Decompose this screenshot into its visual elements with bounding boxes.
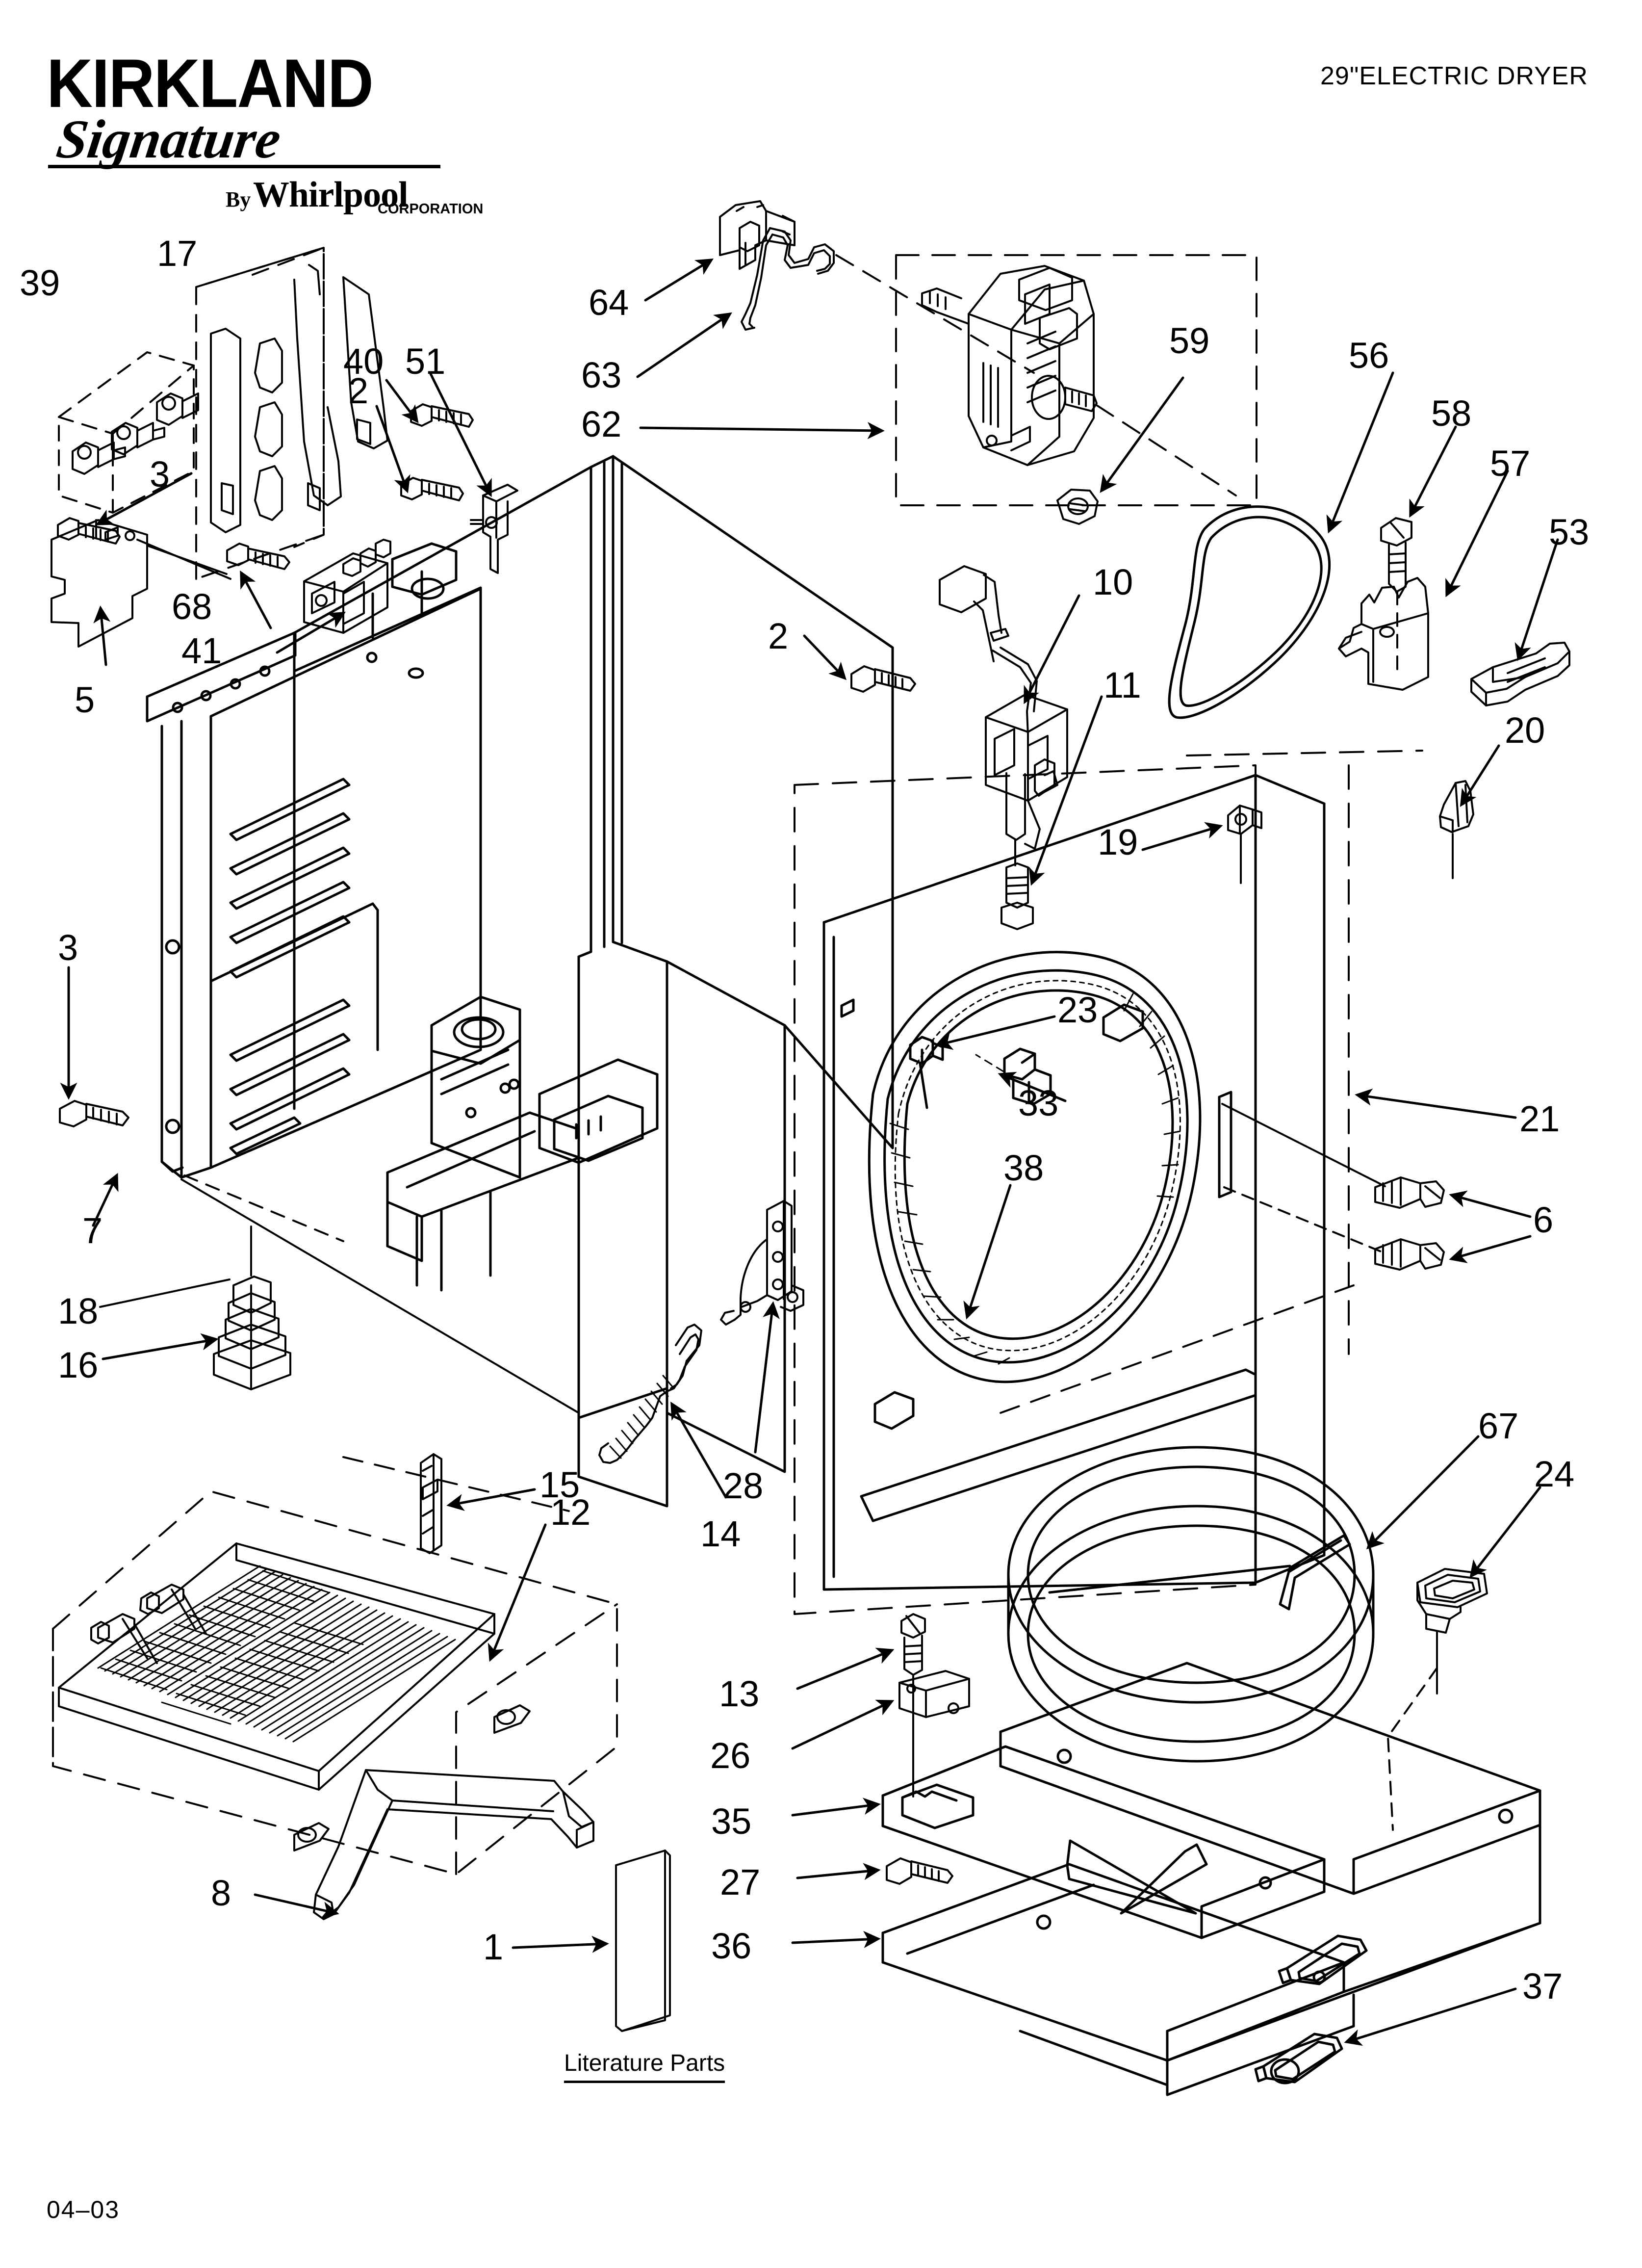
brand-logo: KIRKLAND Signature <box>47 45 488 170</box>
callout-18: 18 <box>58 1291 99 1331</box>
callout-27: 27 <box>720 1862 761 1903</box>
callout-26: 26 <box>710 1735 751 1776</box>
callout-62: 62 <box>581 404 622 444</box>
callout-41: 41 <box>181 630 222 671</box>
callout-14: 14 <box>700 1513 741 1554</box>
callout-36: 36 <box>711 1926 752 1966</box>
callout-11: 11 <box>1103 665 1141 705</box>
callout-68: 68 <box>172 586 212 627</box>
callout-16: 16 <box>58 1345 99 1385</box>
callout-7: 7 <box>82 1210 103 1251</box>
callout-38: 38 <box>1003 1147 1044 1188</box>
callout-19: 19 <box>1098 822 1138 862</box>
document-title: 29"ELECTRIC DRYER <box>1320 62 1588 90</box>
callout-20: 20 <box>1505 710 1545 751</box>
callout-28: 28 <box>723 1465 764 1506</box>
callout-10: 10 <box>1093 562 1133 602</box>
callout-67: 67 <box>1478 1406 1519 1446</box>
callout-24: 24 <box>1534 1454 1575 1494</box>
callout-57: 57 <box>1490 443 1531 484</box>
callout-56: 56 <box>1349 335 1389 376</box>
brand-divider-rule <box>48 165 440 168</box>
callout-39: 39 <box>20 262 60 303</box>
callout-2-upper: 2 <box>348 370 369 411</box>
callout-59: 59 <box>1169 320 1210 361</box>
callout-23: 23 <box>1057 990 1098 1030</box>
literature-parts-label: Literature Parts <box>564 2050 725 2083</box>
callout-6: 6 <box>1533 1199 1554 1240</box>
callout-51: 51 <box>405 341 446 382</box>
callout-58: 58 <box>1431 393 1472 434</box>
callout-33: 33 <box>1018 1083 1059 1123</box>
by-label: By <box>226 187 251 211</box>
manufacturer-suffix: CORPORATION <box>378 201 484 217</box>
callout-8: 8 <box>211 1873 231 1913</box>
date-code: 04–03 <box>47 2196 120 2223</box>
callout-53: 53 <box>1549 512 1590 552</box>
callout-35: 35 <box>711 1801 752 1842</box>
callout-13: 13 <box>719 1673 760 1714</box>
callout-37: 37 <box>1522 1966 1563 2007</box>
manufacturer-name: Whirlpool <box>253 175 409 215</box>
callout-21: 21 <box>1519 1098 1560 1139</box>
callout-17: 17 <box>157 233 198 274</box>
brand-primary-text: KIRKLAND <box>47 45 374 122</box>
callout-5: 5 <box>75 679 95 720</box>
manufacturer-attribution: By Whirlpool <box>226 174 409 216</box>
callout-63: 63 <box>581 355 622 395</box>
callout-1: 1 <box>483 1927 504 1967</box>
callout-40: 40 <box>343 341 384 382</box>
callout-12: 12 <box>550 1492 591 1533</box>
callout-3-upper: 3 <box>150 454 170 495</box>
callout-64: 64 <box>589 282 629 323</box>
callout-15: 15 <box>539 1464 580 1505</box>
callout-2-mid: 2 <box>768 616 789 656</box>
callout-3-lower: 3 <box>58 927 78 968</box>
